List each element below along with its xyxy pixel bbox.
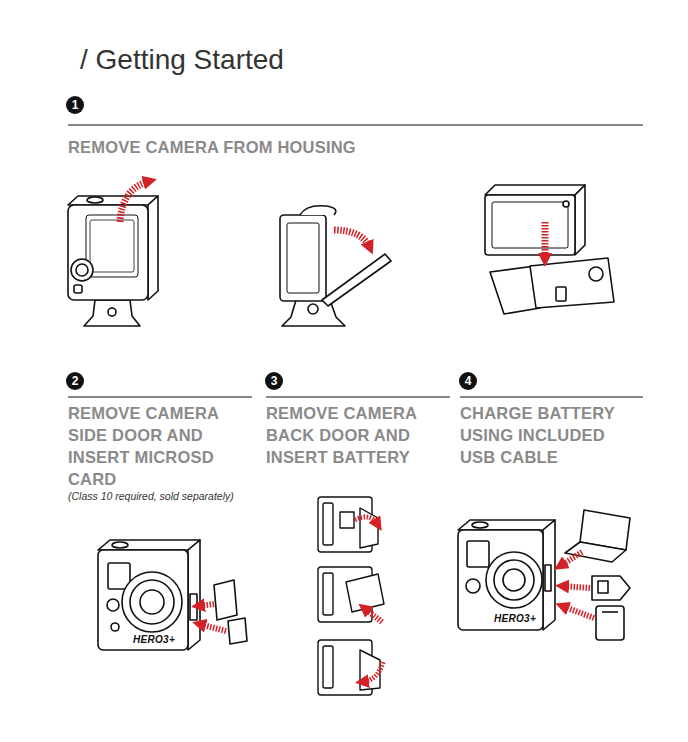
card-slot: [190, 594, 197, 620]
mount: [282, 300, 345, 326]
wall-charger: [596, 606, 624, 640]
step-heading: REMOVE CAMERA SIDE DOOR AND INSERT MICRO…: [68, 402, 253, 490]
section-rule: [68, 125, 643, 126]
camera-front: [458, 530, 543, 630]
red-arrow: [560, 552, 582, 566]
mount: [84, 300, 140, 326]
screw: [563, 201, 569, 207]
step-number: 4: [459, 372, 477, 390]
housing-top: [485, 185, 585, 195]
red-arrow: [542, 222, 549, 260]
red-arrow: [362, 662, 383, 682]
charger-detail: [602, 611, 618, 613]
battery: [346, 574, 384, 612]
housing-top: [68, 196, 158, 205]
camera-top: [98, 540, 200, 550]
housing-hollow: [492, 202, 568, 248]
step-number-text: 2: [72, 374, 79, 388]
camera-logo: HERO3+: [494, 613, 544, 624]
housing-side: [148, 196, 158, 300]
light: [111, 623, 119, 631]
button: [74, 285, 82, 293]
camera-screen: [90, 220, 134, 272]
step-number-text: 4: [465, 374, 472, 388]
lens: [486, 552, 542, 608]
step-heading: REMOVE CAMERA BACK DOOR AND INSERT BATTE…: [266, 402, 451, 468]
camera-side: [543, 520, 555, 630]
note: (Class 10 required, sold separately): [68, 490, 268, 502]
lens-inner: [140, 590, 164, 614]
red-arrow: [562, 586, 590, 588]
red-arrow: [120, 181, 150, 222]
step-number-text: 3: [271, 374, 278, 388]
housing-window: [86, 215, 138, 277]
red-arrow: [355, 517, 378, 525]
battery-slot: [340, 512, 354, 528]
red-arrow: [334, 230, 370, 248]
lens: [589, 267, 603, 281]
status-screen: [467, 541, 489, 567]
lens-inner: [76, 264, 88, 276]
housing-shell: [485, 195, 575, 255]
latch: [300, 206, 336, 215]
camera-front: [323, 573, 333, 615]
lens-ring: [130, 580, 174, 624]
power-button: [466, 579, 480, 593]
page-title: / Getting Started: [80, 44, 284, 76]
side-door: [214, 580, 237, 620]
mount-screw: [308, 304, 318, 314]
microsd-card: [228, 618, 247, 644]
section-rule: [266, 397, 450, 398]
port: [556, 287, 566, 301]
step-heading: CHARGE BATTERY USING INCLUDED USB CABLE: [460, 402, 645, 468]
step-number: 3: [265, 372, 283, 390]
camera-logo: HERO3+: [133, 634, 183, 645]
lens-ring: [494, 560, 534, 600]
section-rule: [68, 397, 252, 398]
housing-side: [280, 215, 326, 301]
back-door: [360, 508, 378, 548]
camera-front: [323, 646, 333, 688]
back-door: [322, 254, 391, 306]
button: [112, 542, 128, 548]
red-arrow: [198, 604, 214, 606]
camera-front: [98, 550, 188, 650]
camera-top: [458, 520, 555, 530]
car-charger: [592, 576, 630, 600]
lens: [122, 572, 182, 632]
button: [472, 522, 488, 528]
camera-front: [323, 503, 333, 545]
camera-body: [530, 258, 614, 308]
red-arrow: [562, 606, 594, 618]
mount-screw: [108, 308, 116, 316]
red-arrow: [199, 624, 226, 631]
lens-inner: [503, 569, 525, 591]
section-rule: [460, 397, 643, 398]
lens: [71, 259, 93, 281]
usb-socket: [598, 581, 608, 593]
step-number: 1: [66, 96, 84, 114]
housing-inner: [287, 223, 319, 293]
housing-side: [575, 185, 585, 255]
camera-side: [188, 540, 200, 650]
button: [107, 599, 119, 611]
step-number: 2: [66, 372, 84, 390]
step-number-text: 1: [72, 98, 79, 112]
red-arrow: [364, 608, 382, 622]
usb-port: [545, 565, 551, 591]
button: [87, 197, 103, 203]
housing-front: [68, 205, 148, 300]
step-heading: REMOVE CAMERA FROM HOUSING: [68, 136, 488, 158]
